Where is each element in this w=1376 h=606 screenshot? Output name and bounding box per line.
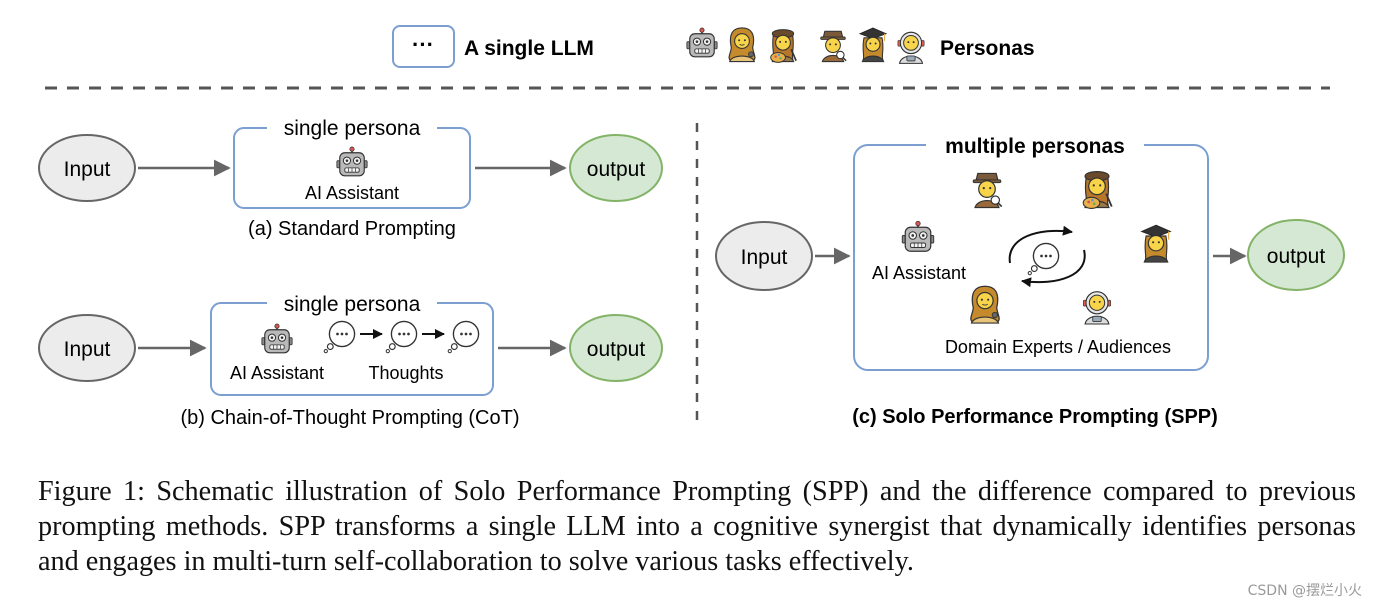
input-node (38, 134, 136, 202)
panel-chain-of-thought: Input single persona AI Assistant Though… (38, 291, 663, 429)
box-title: single persona (284, 117, 421, 140)
experts-label: Domain Experts / Audiences (945, 337, 1171, 357)
thoughts-label: Thoughts (368, 363, 443, 383)
input-node (38, 314, 136, 382)
graduate-icon (859, 27, 887, 63)
input-label: Input (64, 338, 111, 361)
llm-legend-symbol: ··· (412, 32, 434, 57)
spp-diagram: ··· A single LLM Personas Input single p… (38, 25, 1345, 429)
figure-caption: Figure 1: Schematic illustration of Solo… (38, 476, 1356, 577)
agent-label: AI Assistant (230, 363, 324, 383)
input-label: Input (741, 246, 788, 269)
cycle-arrows-icon (1008, 225, 1086, 288)
woman-singer-icon (970, 285, 1000, 324)
panel-solo-performance-prompting: Input multiple personas AI Assistant Dom… (715, 132, 1345, 428)
input-node (715, 221, 813, 291)
output-node (1247, 219, 1345, 291)
astronaut-icon (1082, 291, 1112, 325)
woman-artist-icon (1082, 170, 1113, 210)
detective-icon (819, 30, 847, 63)
box-title: single persona (284, 293, 421, 316)
graduate-icon (1140, 224, 1172, 263)
panel-caption: (c) Solo Performance Prompting (SPP) (852, 406, 1218, 428)
output-label: output (587, 158, 646, 181)
output-label: output (587, 338, 646, 361)
box-title: multiple personas (945, 135, 1125, 158)
robot-icon (686, 27, 718, 58)
llm-legend-label: A single LLM (464, 37, 594, 60)
output-node (569, 314, 663, 382)
legend: ··· A single LLM Personas (392, 25, 1035, 68)
llm-legend-box (392, 25, 455, 68)
input-label: Input (64, 158, 111, 181)
agent-label: AI Assistant (872, 263, 966, 283)
agent-label: AI Assistant (305, 183, 399, 203)
panel-caption: (b) Chain-of-Thought Prompting (CoT) (180, 407, 519, 429)
box-title-mask (267, 291, 437, 315)
personas-legend-label: Personas (940, 37, 1035, 60)
box-title-mask (926, 132, 1144, 158)
astronaut-icon (897, 31, 925, 64)
panel-standard-prompting: Input single persona AI Assistant output… (38, 116, 663, 240)
panel-caption: (a) Standard Prompting (248, 218, 456, 240)
watermark: CSDN @摆烂小火 (1247, 583, 1362, 599)
output-node (569, 134, 663, 202)
woman-singer-icon (728, 27, 756, 63)
woman-artist-icon (769, 28, 797, 64)
output-label: output (1267, 245, 1326, 268)
box-title-mask (267, 116, 437, 140)
